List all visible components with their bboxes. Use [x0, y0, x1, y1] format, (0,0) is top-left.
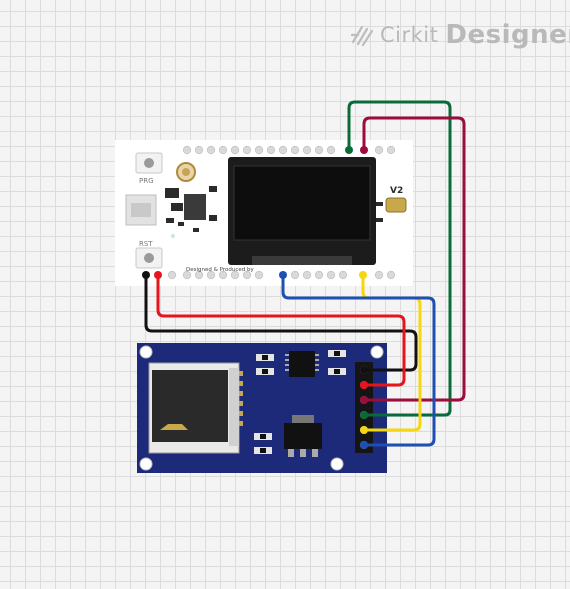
mounting-holes: [139, 345, 384, 471]
board-footer-text: Designed & Produced by: [186, 267, 254, 273]
version-label: V2: [390, 186, 403, 196]
top-header-pins: [182, 145, 396, 155]
sd-module-chips: [254, 350, 346, 457]
crystal: [385, 197, 407, 213]
rst-label: RST: [139, 240, 153, 248]
usb-port-inner: [131, 203, 151, 217]
esp32-oled-board[interactable]: PRG RST: [115, 140, 413, 286]
wire-endpoints-sd: [360, 366, 368, 449]
wire-endpoints-board: [142, 146, 368, 279]
oled-display: [228, 157, 376, 265]
sd-pin-header: [355, 362, 373, 453]
prg-label: PRG: [139, 177, 154, 185]
wire-black[interactable]: [144, 273, 418, 372]
brand-name: Cirkit: [380, 23, 439, 47]
cirkit-logo-icon: [350, 25, 374, 47]
wire-red[interactable]: [156, 273, 406, 387]
smd-components: [165, 186, 383, 232]
led-indicator: [171, 234, 175, 238]
bottom-header-pins: [167, 270, 396, 280]
rst-button[interactable]: [135, 247, 163, 269]
wire-green[interactable]: [347, 100, 452, 417]
wire-maroon[interactable]: [362, 116, 466, 402]
cirkit-designer-watermark: Cirkit Designer: [350, 18, 570, 52]
wire-blue[interactable]: [281, 273, 436, 447]
brand-product: Designer: [445, 20, 570, 50]
prg-button[interactable]: [135, 152, 163, 174]
micro-sd-card-module[interactable]: [137, 343, 387, 473]
sd-card-slot[interactable]: [148, 362, 243, 454]
antenna-spring: [176, 162, 196, 182]
